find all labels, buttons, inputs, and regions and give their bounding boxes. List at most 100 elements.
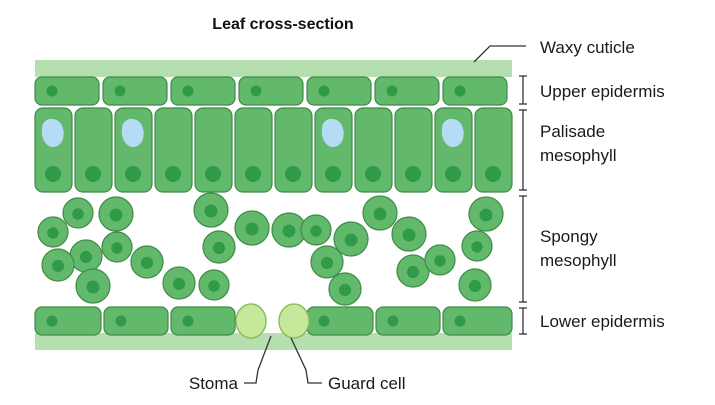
lower-epidermis-layer	[34, 306, 513, 336]
nucleus	[46, 315, 58, 327]
nucleus	[51, 259, 65, 273]
nucleus	[79, 250, 93, 264]
nucleus	[125, 166, 141, 182]
nucleus	[205, 166, 221, 182]
nucleus	[245, 222, 259, 236]
lower-epidermis-cell	[375, 306, 441, 336]
nucleus	[111, 242, 123, 254]
nucleus	[212, 241, 226, 255]
palisade-cell	[474, 107, 513, 193]
waxy-cuticle-top	[35, 60, 512, 77]
stoma-pointer	[244, 335, 272, 384]
diagram-title: Leaf cross-section	[212, 16, 353, 33]
guard-cell-left	[235, 303, 267, 339]
nucleus	[387, 315, 399, 327]
nucleus	[454, 85, 466, 97]
nucleus	[208, 280, 220, 292]
nucleus	[386, 85, 398, 97]
nucleus	[245, 166, 261, 182]
nucleus	[46, 85, 58, 97]
nucleus	[165, 166, 181, 182]
upper-epidermis-cell	[374, 76, 440, 106]
palisade-cell	[194, 107, 233, 193]
palisade-cell	[74, 107, 113, 193]
label-palisade-line2: mesophyll	[540, 146, 617, 165]
vacuole	[321, 118, 344, 148]
lower-epidermis-cell	[442, 306, 513, 336]
vacuole	[441, 118, 464, 148]
nucleus	[479, 208, 493, 222]
nucleus	[344, 233, 358, 247]
vacuole	[121, 118, 144, 148]
nucleus	[320, 256, 334, 270]
spongy-mesophyll-bracket	[519, 195, 527, 303]
nucleus	[45, 166, 61, 182]
nucleus	[318, 315, 330, 327]
nucleus	[172, 277, 186, 291]
vacuole	[41, 118, 64, 148]
nucleus	[85, 166, 101, 182]
nucleus	[109, 208, 123, 222]
nucleus	[47, 227, 59, 239]
guard-cell-pointer	[290, 337, 322, 384]
nucleus	[454, 315, 466, 327]
nucleus	[115, 315, 127, 327]
upper-epidermis-cell	[442, 76, 508, 106]
palisade-cell	[274, 107, 313, 193]
upper-epidermis-bracket	[519, 75, 527, 105]
nucleus	[282, 224, 296, 238]
label-upper-epidermis: Upper epidermis	[540, 82, 665, 101]
guard-cell-right	[278, 303, 310, 339]
waxy-cuticle-pointer	[473, 45, 526, 63]
upper-epidermis-cell	[102, 76, 168, 106]
palisade-cell	[234, 107, 273, 193]
waxy-cuticle-bottom	[35, 333, 512, 350]
nucleus	[471, 241, 483, 253]
palisade-cell	[354, 107, 393, 193]
upper-epidermis-cell	[306, 76, 372, 106]
nucleus	[310, 225, 322, 237]
lower-epidermis-bracket	[519, 307, 527, 335]
nucleus	[373, 207, 387, 221]
label-spongy-line2: mesophyll	[540, 251, 617, 270]
label-guard-cell: Guard cell	[328, 374, 405, 393]
nucleus	[468, 279, 482, 293]
nucleus	[365, 166, 381, 182]
nucleus	[485, 166, 501, 182]
upper-epidermis-cell	[34, 76, 100, 106]
nucleus	[318, 85, 330, 97]
nucleus	[402, 228, 416, 242]
palisade-cell	[394, 107, 433, 193]
nucleus	[140, 256, 154, 270]
nucleus	[338, 283, 352, 297]
lower-epidermis-cell	[103, 306, 169, 336]
nucleus	[114, 85, 126, 97]
nucleus	[86, 280, 100, 294]
nucleus	[285, 166, 301, 182]
nucleus	[405, 166, 421, 182]
lower-epidermis-cell	[170, 306, 236, 336]
label-stoma: Stoma	[189, 374, 239, 393]
nucleus	[325, 166, 341, 182]
nucleus	[182, 315, 194, 327]
palisade-mesophyll-layer	[34, 107, 513, 193]
upper-epidermis-cell	[170, 76, 236, 106]
label-lower-epidermis: Lower epidermis	[540, 312, 665, 331]
lower-epidermis-cell	[34, 306, 102, 336]
label-waxy-cuticle: Waxy cuticle	[540, 38, 635, 57]
nucleus	[182, 85, 194, 97]
label-spongy-line1: Spongy	[540, 227, 598, 246]
nucleus	[204, 204, 218, 218]
upper-epidermis-cell	[238, 76, 304, 106]
nucleus	[72, 208, 84, 220]
nucleus	[250, 85, 262, 97]
upper-epidermis-layer	[34, 76, 508, 106]
lower-epidermis-cell	[306, 306, 374, 336]
label-palisade-line1: Palisade	[540, 122, 605, 141]
nucleus	[445, 166, 461, 182]
palisade-mesophyll-bracket	[519, 109, 527, 191]
palisade-cell	[154, 107, 193, 193]
nucleus	[434, 255, 446, 267]
nucleus	[406, 265, 420, 279]
